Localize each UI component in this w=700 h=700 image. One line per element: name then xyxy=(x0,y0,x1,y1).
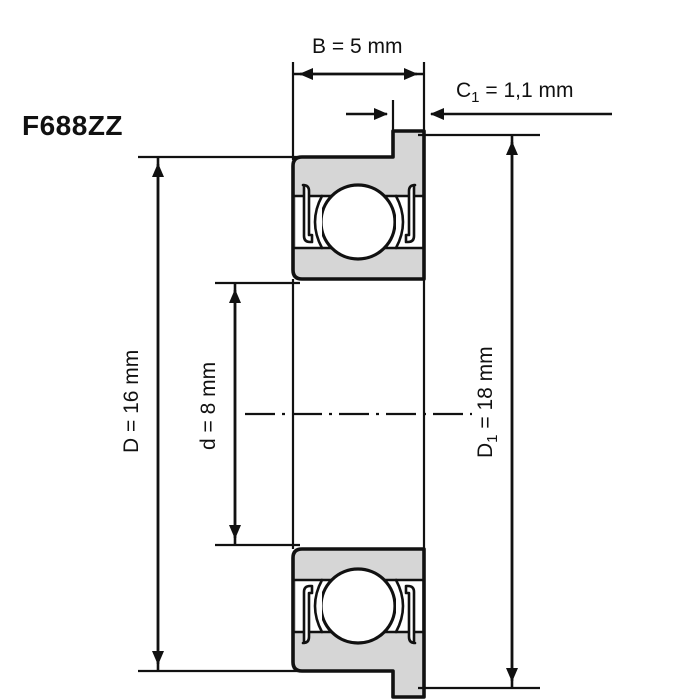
dimension-C1-label: C1 = 1,1 mm xyxy=(456,79,573,106)
axis-centerline-group xyxy=(245,279,472,549)
dimension-C1-value: = 1,1 mm xyxy=(480,79,574,102)
upper-ball xyxy=(319,183,397,261)
upper-left-shield xyxy=(301,183,314,244)
lower-left-shield-lip xyxy=(313,578,324,634)
dimension-D1-symbol: D xyxy=(474,443,497,458)
dimension-D1-subscript: 1 xyxy=(484,434,501,442)
dimension-d: d = 8 mm xyxy=(197,281,300,547)
dimension-D1-label: D1 = 18 mm xyxy=(474,346,501,458)
dimension-D-label: D = 16 mm xyxy=(120,350,143,453)
lower-right-shield xyxy=(404,584,417,645)
dimension-C1: C1 = 1,1 mm xyxy=(346,79,612,158)
bearing-lower-half xyxy=(291,547,426,699)
dimension-D: D = 16 mm xyxy=(120,155,300,673)
upper-left-shield-lip xyxy=(313,194,324,250)
upper-right-shield-lip xyxy=(394,194,405,250)
part-number-title: F688ZZ xyxy=(22,110,123,141)
bearing-upper-half xyxy=(291,129,426,281)
dimension-B-label: B = 5 mm xyxy=(312,35,402,58)
lower-right-shield-lip xyxy=(394,578,405,634)
upper-right-shield xyxy=(404,183,417,244)
dimension-C1-symbol: C xyxy=(456,79,471,102)
dimension-D1-value: = 18 mm xyxy=(474,346,497,434)
lower-left-shield xyxy=(301,584,314,645)
dimension-B: B = 5 mm xyxy=(291,35,426,160)
dimension-C1-subscript: 1 xyxy=(471,89,479,106)
dimension-d-label: d = 8 mm xyxy=(197,362,220,450)
lower-ball xyxy=(319,567,397,645)
dimension-D1: D1 = 18 mm xyxy=(418,133,540,690)
